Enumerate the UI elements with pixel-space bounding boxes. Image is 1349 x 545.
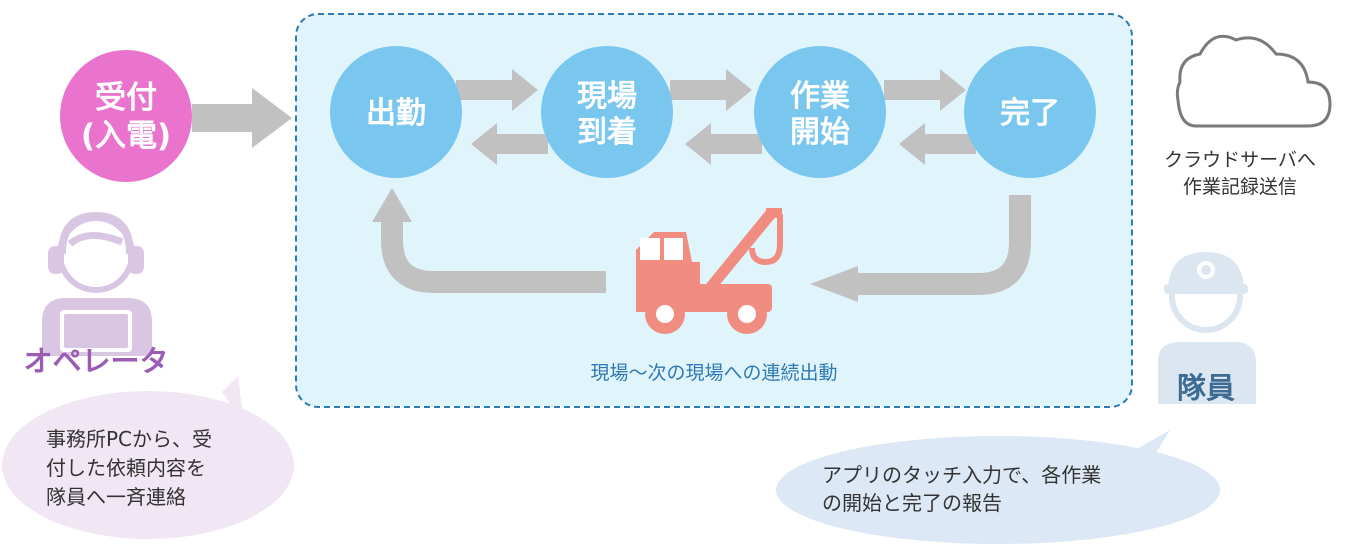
operator-label: オペレータ (23, 344, 168, 378)
arrow-forward-1 (456, 69, 538, 111)
operator-bubble-line-3: 隊員へ一斉連絡 (46, 485, 186, 509)
step-complete-label: 完了 (1000, 96, 1060, 131)
crew-label: 隊員 (1177, 371, 1235, 405)
arrow-forward-2 (670, 69, 752, 111)
reception-label-2: (入電) (81, 118, 171, 154)
crew-bubble-line-1: アプリのタッチ入力で、各作業 (822, 463, 1101, 487)
loop-caption: 現場〜次の現場への連続出動 (590, 362, 837, 384)
cloud-caption-line-2: 作業記録送信 (1183, 176, 1297, 198)
arrow-back-2 (685, 123, 762, 165)
crew-bubble-line-2: の開始と完了の報告 (822, 491, 1002, 515)
flow-area (295, 13, 1133, 408)
operator-bubble-line-1: 事務所PCから、受 (46, 427, 212, 451)
step-start-work-label-1: 作業 (790, 79, 850, 114)
reception-label-1: 受付 (95, 80, 157, 116)
arrow-back-1 (471, 123, 548, 165)
step-arrive-label-1: 現場 (577, 79, 637, 114)
step-complete: 完了 (964, 46, 1096, 178)
operator-headset-icon (42, 211, 152, 356)
step-depart: 出勤 (330, 46, 462, 178)
step-arrive-label-2: 到着 (577, 115, 637, 150)
crew-bubble: アプリのタッチ入力で、各作業 の開始と完了の報告 (776, 430, 1220, 544)
cloud-icon (1175, 34, 1332, 128)
cloud-caption-line-1: クラウドサーバへ (1164, 149, 1316, 171)
operator-bubble-line-2: 付した依頼内容を (46, 456, 206, 480)
loop-arrow-left (381, 220, 606, 293)
operator-bubble: 事務所PCから、受 付した依頼内容を 隊員へ一斉連絡 (2, 376, 294, 539)
tow-truck-icon (636, 208, 783, 334)
arrow-back-3 (899, 123, 976, 165)
step-start-work: 作業 開始 (754, 46, 886, 178)
loop-arrow-left-head (372, 188, 412, 222)
arrow-forward-3 (884, 69, 966, 111)
step-start-work-label-2: 開始 (790, 115, 850, 150)
step-arrive: 現場 到着 (541, 46, 673, 178)
loop-arrow-right (856, 195, 1031, 295)
step-depart-label: 出勤 (366, 96, 426, 131)
loop-arrow-right-head (810, 266, 858, 302)
reception-node: 受付 (入電) (60, 50, 192, 182)
crew-helmet-icon (1158, 252, 1256, 404)
reception-arrow (192, 88, 292, 148)
